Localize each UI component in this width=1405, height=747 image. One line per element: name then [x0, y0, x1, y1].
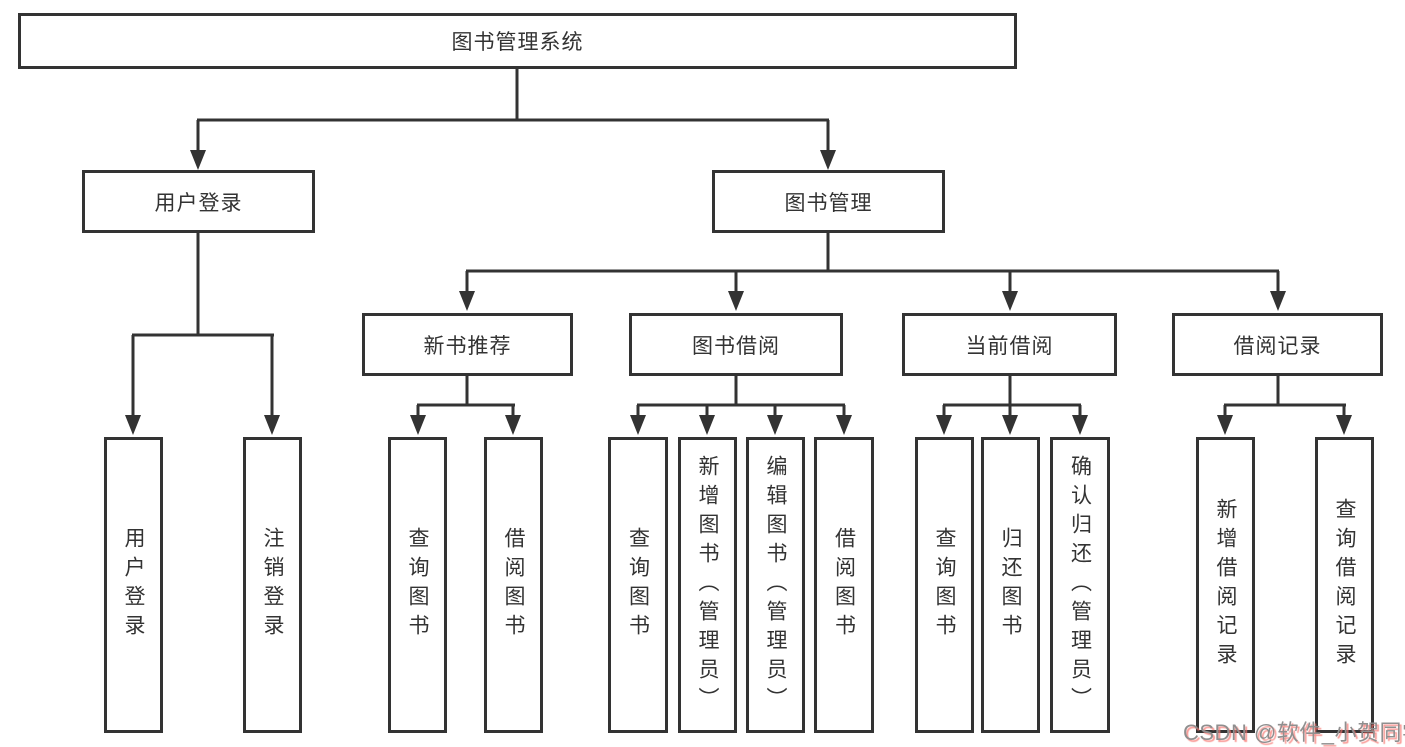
- connector-currentborrow-to-leaves: [942, 376, 1082, 423]
- arrowheads-userlogin-leaves: [125, 415, 280, 435]
- leaf-borrow-query: 查询图书: [608, 437, 668, 733]
- leaf-current-query-label: 查询图书: [933, 527, 956, 643]
- connector-bookmgmt-to-level3: [465, 233, 1280, 299]
- leaf-user-login: 用户登录: [104, 437, 163, 733]
- leaf-current-query: 查询图书: [915, 437, 974, 733]
- connector-newbook-to-leaves: [416, 376, 515, 423]
- node-borrow-record-label: 借阅记录: [1233, 334, 1322, 358]
- leaf-logout-label: 注销登录: [261, 527, 284, 643]
- node-borrow-record: 借阅记录: [1172, 313, 1383, 376]
- leaf-borrow-edit-admin: 编辑图书（管理员）: [746, 437, 805, 733]
- connector-root-to-level2: [196, 69, 830, 158]
- leaf-newbook-borrow: 借阅图书: [484, 437, 543, 733]
- leaf-borrow-query-label: 查询图书: [626, 527, 650, 643]
- node-user-login-label: 用户登录: [154, 191, 243, 215]
- node-new-book-recommend: 新书推荐: [362, 313, 573, 376]
- leaf-user-login-label: 用户登录: [122, 527, 145, 643]
- node-book-management-label: 图书管理: [784, 191, 873, 215]
- arrowheads-level2: [190, 150, 836, 170]
- leaf-newbook-query: 查询图书: [388, 437, 447, 733]
- leaf-record-add: 新增借阅记录: [1196, 437, 1255, 733]
- leaf-current-return-label: 归还图书: [999, 527, 1022, 643]
- connector-bookborrow-to-leaves: [636, 376, 846, 423]
- connector-userlogin-to-leaves: [131, 233, 274, 423]
- node-user-login: 用户登录: [82, 170, 315, 233]
- node-book-borrow: 图书借阅: [629, 313, 843, 376]
- leaf-record-add-label: 新增借阅记录: [1214, 498, 1237, 672]
- leaf-borrow-add-admin-label: 新增图书（管理员）: [696, 454, 719, 716]
- node-book-borrow-label: 图书借阅: [692, 334, 780, 358]
- leaf-current-confirm-admin: 确认归还（管理员）: [1050, 437, 1110, 733]
- node-current-borrow-label: 当前借阅: [965, 334, 1054, 358]
- connector-borrowrecord-to-leaves: [1223, 376, 1346, 423]
- node-root-system: 图书管理系统: [18, 13, 1017, 69]
- leaf-newbook-query-label: 查询图书: [406, 527, 429, 643]
- node-current-borrow: 当前借阅: [902, 313, 1117, 376]
- leaf-borrow-add-admin: 新增图书（管理员）: [678, 437, 737, 733]
- arrowheads-newbook-leaves: [410, 415, 521, 435]
- arrowheads-bookborrow-leaves: [630, 415, 852, 435]
- leaf-borrow-borrow-label: 借阅图书: [832, 527, 856, 643]
- leaf-current-confirm-admin-label: 确认归还（管理员）: [1068, 454, 1092, 716]
- leaf-record-query: 查询借阅记录: [1315, 437, 1374, 733]
- node-new-book-recommend-label: 新书推荐: [423, 334, 512, 358]
- leaf-record-query-label: 查询借阅记录: [1333, 498, 1356, 672]
- leaf-current-return: 归还图书: [981, 437, 1040, 733]
- node-book-management: 图书管理: [712, 170, 945, 233]
- leaf-borrow-edit-admin-label: 编辑图书（管理员）: [764, 454, 787, 716]
- arrowheads-borrowrecord-leaves: [1217, 415, 1352, 435]
- leaf-newbook-borrow-label: 借阅图书: [502, 527, 525, 643]
- arrowheads-currentborrow-leaves: [936, 415, 1088, 435]
- arrowheads-level3: [459, 291, 1286, 311]
- node-root-system-label: 图书管理系统: [451, 31, 584, 54]
- leaf-logout: 注销登录: [243, 437, 302, 733]
- csdn-watermark: CSDN @软件_小贺同学: [1183, 720, 1405, 745]
- leaf-borrow-borrow: 借阅图书: [814, 437, 874, 733]
